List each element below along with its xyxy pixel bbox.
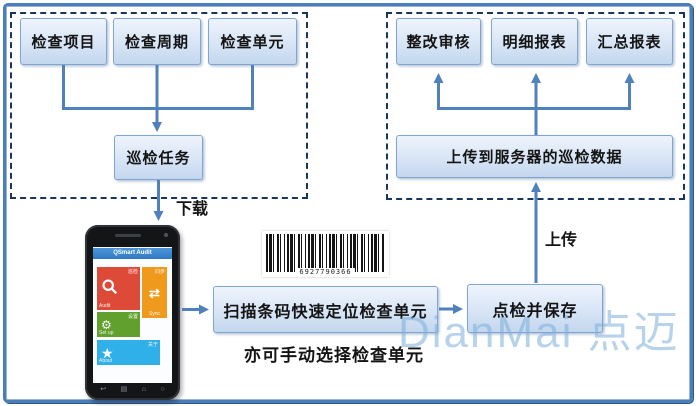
phone-screen: QSmart Audit 巡检 Audit ⇄ 同步 Sync ⚙ 设置 Set…	[93, 247, 172, 383]
box-inspection-cycle: 检查周期	[113, 18, 201, 65]
tile-setup-label: Set up	[99, 330, 114, 336]
home-icon: ⌂	[141, 386, 146, 393]
back-icon: ↩	[100, 386, 107, 393]
box-detail-report: 明细报表	[491, 18, 578, 65]
search-icon: ○	[160, 386, 165, 393]
box-rectify-review: 整改审核	[396, 18, 481, 65]
menu-icon: ▤	[120, 386, 128, 393]
box-summary-report: 汇总报表	[586, 18, 673, 65]
phone-camera-icon	[164, 233, 168, 237]
box-scan-barcode: 扫描条码快速定位检查单元	[213, 286, 438, 333]
tile-sync-corner-label: 同步	[154, 269, 165, 275]
sync-icon: ⇄	[149, 285, 160, 300]
phone-mockup: QSmart Audit 巡检 Audit ⇄ 同步 Sync ⚙ 设置 Set…	[85, 225, 180, 400]
outer-frame	[3, 3, 693, 403]
barcode-number: 6927790366	[296, 268, 355, 276]
download-label: 下载	[176, 201, 209, 218]
star-icon: ★	[101, 344, 114, 361]
box-check-save: 点检并保存	[467, 284, 603, 333]
tile-audit-corner-label: 巡检	[127, 269, 138, 275]
tile-about-corner-label: 关于	[147, 342, 158, 348]
barcode-bars-icon	[266, 234, 385, 272]
tile-sync-label: Sync	[148, 311, 161, 317]
phone-navbar: ↩ ▤ ⌂ ○	[93, 386, 172, 393]
tile-audit: 巡检 Audit	[97, 267, 140, 310]
tile-sync: ⇄ 同步 Sync	[142, 267, 167, 318]
tile-about-label: About	[99, 358, 113, 364]
app-titlebar: QSmart Audit	[93, 248, 172, 259]
barcode: 6927790366	[262, 231, 389, 277]
tile-setup-corner-label: 设置	[127, 314, 138, 320]
tile-setup: ⚙ 设置 Set up	[97, 312, 140, 337]
watermark-text: DianMai 点迈	[398, 308, 680, 357]
manual-select-note: 亦可手动选择检查单元	[244, 346, 424, 365]
box-inspection-items: 检查项目	[20, 18, 107, 65]
tile-audit-label: Audit	[99, 303, 111, 309]
magnifier-icon	[101, 278, 119, 300]
box-inspection-unit: 检查单元	[208, 18, 297, 65]
gear-icon: ⚙	[101, 317, 112, 332]
tile-about: ★ 关于 About	[97, 340, 160, 365]
box-upload-server-data: 上传到服务器的巡检数据	[396, 135, 673, 178]
upload-label: 上传	[545, 232, 578, 249]
box-patrol-task: 巡检任务	[114, 135, 203, 180]
phone-speaker-icon	[115, 234, 141, 237]
